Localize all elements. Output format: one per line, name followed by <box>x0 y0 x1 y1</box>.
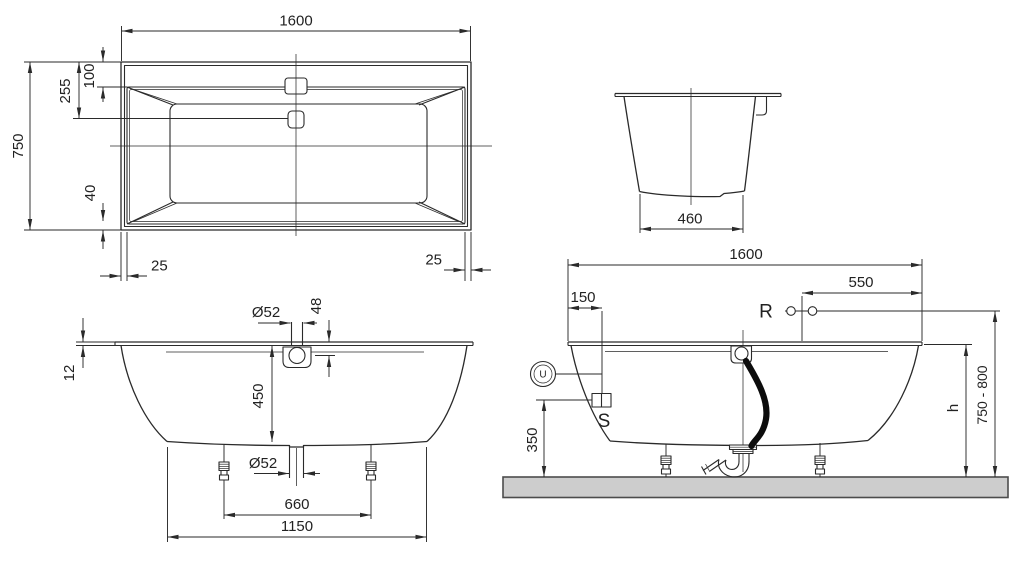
front-foot-left <box>218 445 230 519</box>
plan-corner-edge <box>414 202 459 222</box>
foot-neck <box>367 469 375 476</box>
dim-plan-rim-left: 25 <box>151 258 168 275</box>
foot-neck <box>662 463 670 470</box>
side-overflow-hole <box>734 346 749 361</box>
dim-front-drain-dia: Ø52 <box>249 455 277 472</box>
overflow-hose <box>742 357 770 450</box>
socket-label: U <box>539 370 546 381</box>
front-view: Ø52 48 12 450 Ø52 <box>61 298 474 542</box>
plan-view: 1600 750 100 255 40 25 25 <box>10 13 492 281</box>
front-overflow-hole <box>288 346 306 365</box>
dim-front-overflow-dia: Ø52 <box>252 304 280 321</box>
dim-front-overflow-drop: 48 <box>308 298 325 315</box>
dim-side-install-range: 750 - 800 <box>974 365 990 424</box>
plan-corner-edge <box>126 201 174 225</box>
dim-front-depth: 450 <box>250 383 267 408</box>
dim-side-length: 1600 <box>729 246 762 263</box>
foot-base <box>660 468 672 475</box>
front-foot-right <box>365 445 377 519</box>
side-bottom <box>609 439 869 447</box>
dim-side-overflow-offset: 150 <box>570 289 595 306</box>
front-wall-left <box>120 345 168 442</box>
dim-side-drain-clearance: 350 <box>524 427 541 452</box>
front-bottom <box>166 440 428 448</box>
dim-plan-width: 750 <box>10 133 27 158</box>
side-view: 1600 550 150 R U S 350 h 750 - 800 <box>502 246 1009 499</box>
dim-front-rim-height: 12 <box>61 365 78 382</box>
foot-base <box>814 468 826 475</box>
end-view: 460 <box>614 88 782 233</box>
dim-front-base-length: 1150 <box>281 518 313 535</box>
side-trap-inner <box>724 459 740 470</box>
side-foot-left <box>660 444 672 477</box>
side-wall-left <box>570 345 611 442</box>
side-trap-end-cap <box>705 463 711 473</box>
side-wall-right <box>867 345 920 442</box>
tap-position-label: R <box>759 302 773 323</box>
front-wall-right <box>426 345 468 442</box>
switch-label: S <box>598 411 611 432</box>
foot-base <box>365 474 377 481</box>
end-overflow-pocket <box>756 96 768 116</box>
tap-hole-icon <box>807 306 818 316</box>
dim-plan-overflow-offset: 255 <box>57 78 74 103</box>
side-trap-outlet <box>702 459 720 471</box>
socket-icon-inner <box>533 364 553 384</box>
end-bottom <box>639 190 745 198</box>
end-wall-left <box>623 96 641 192</box>
foot-neck <box>816 463 824 470</box>
dim-plan-head-rim: 100 <box>81 63 98 88</box>
dim-plan-length: 1600 <box>279 13 312 30</box>
end-wall-right <box>743 96 757 192</box>
plan-corner-edge <box>133 89 178 105</box>
foot-neck <box>220 469 228 476</box>
side-foot-right <box>814 443 826 477</box>
side-trap-end-cap <box>701 466 707 475</box>
plan-corner-edge <box>133 202 178 222</box>
side-trap-outer <box>717 459 750 478</box>
dim-plan-foot-rim: 40 <box>82 185 99 202</box>
plan-corner-edge <box>414 89 459 105</box>
foot-base <box>218 474 230 481</box>
dim-side-height: h <box>945 404 962 412</box>
plan-basin-floor <box>169 103 428 204</box>
dim-front-feet-spacing: 660 <box>284 496 309 513</box>
side-trap-outlet <box>709 459 727 472</box>
plan-corner-edge <box>418 201 466 225</box>
tap-hole-icon <box>786 306 796 316</box>
floor-slab <box>502 476 1009 499</box>
dim-plan-rim-right: 25 <box>425 252 442 269</box>
dim-side-tap-offset: 550 <box>848 274 873 291</box>
dim-end-base-width: 460 <box>677 211 702 228</box>
